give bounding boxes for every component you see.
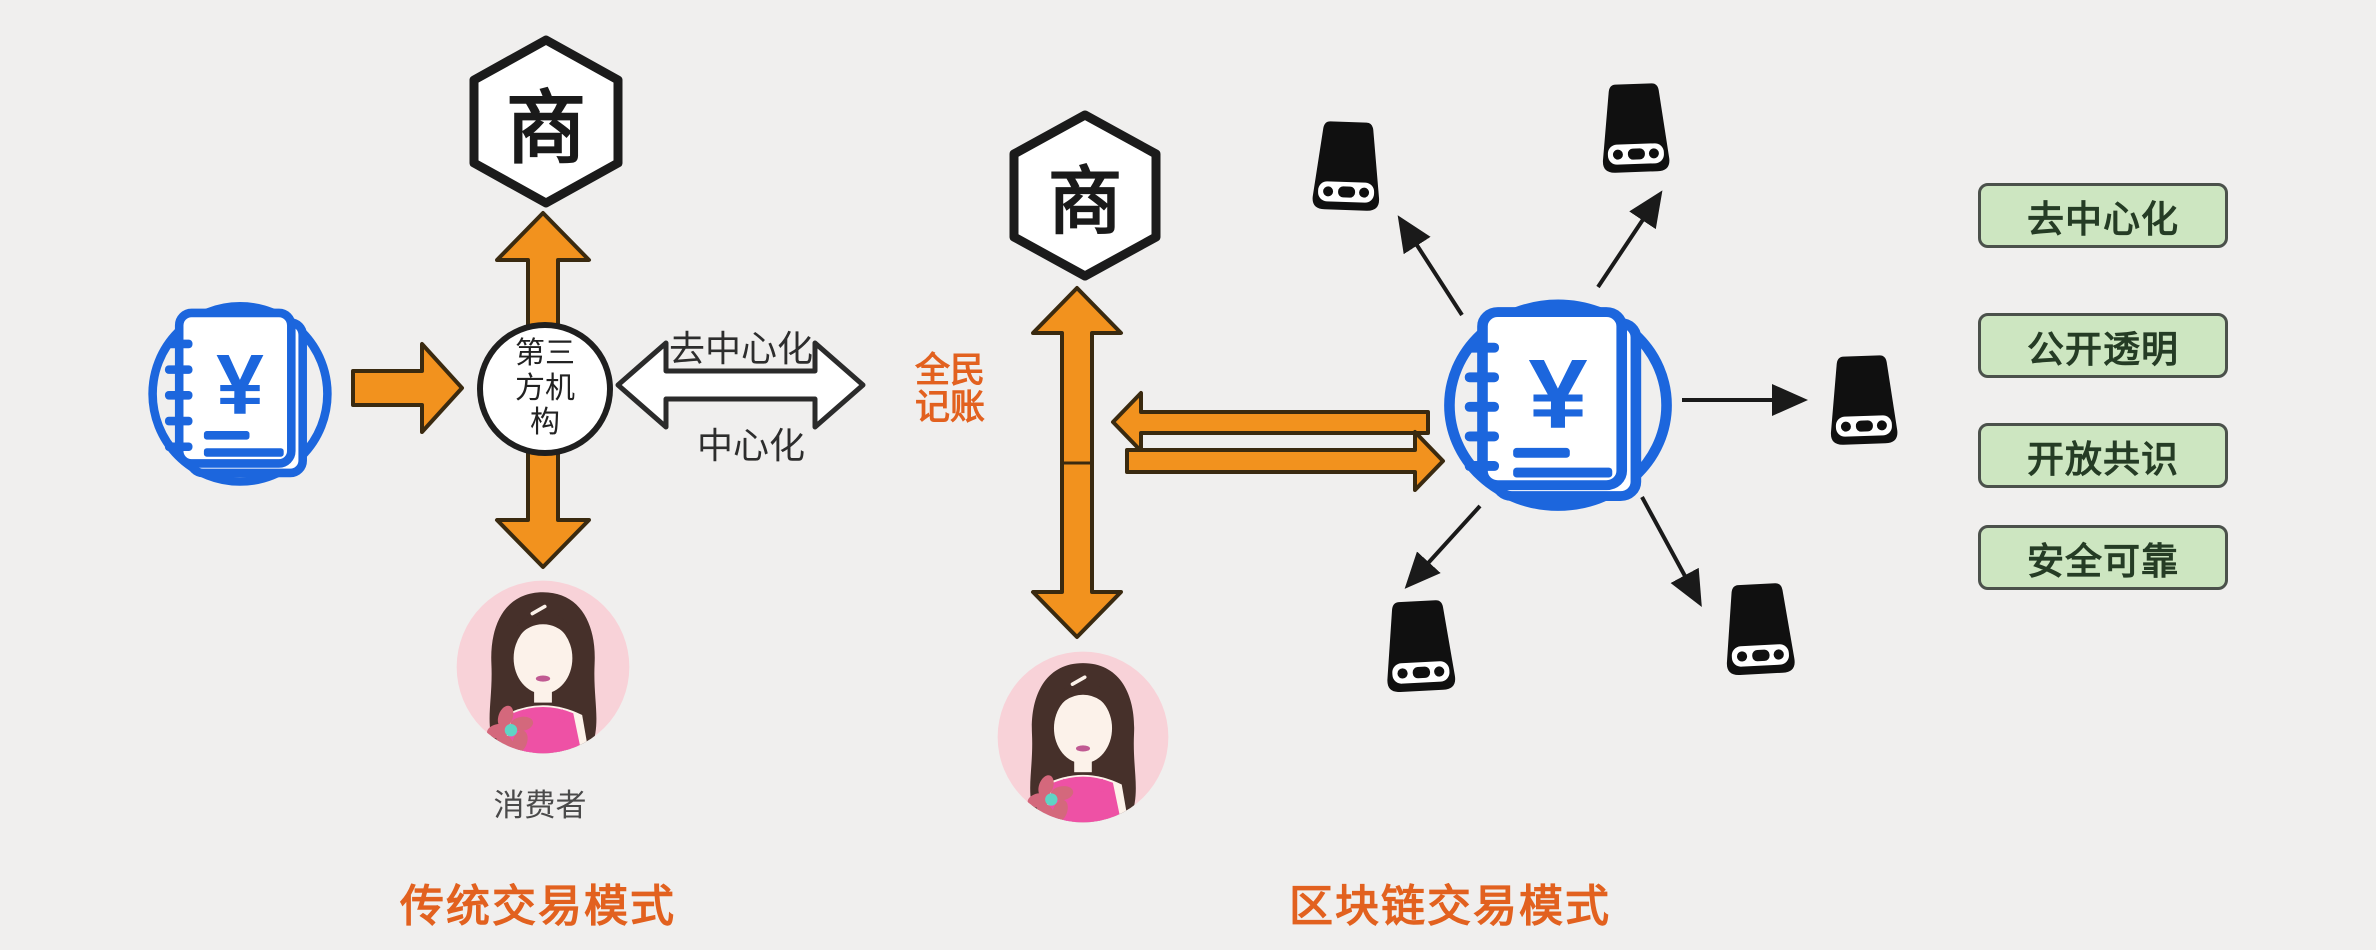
- arrow-to-node-bottom-right: [1640, 496, 1702, 608]
- feature-label-transparent: 公开透明: [1978, 313, 2228, 378]
- everyone-bookkeeping-label: 全民 记账: [914, 351, 985, 428]
- yuan-symbol: ¥: [216, 338, 264, 433]
- node-device-icon: [1602, 83, 1670, 173]
- hexagon-shape: [469, 35, 623, 208]
- node-device-icon: [1387, 600, 1456, 692]
- decentralized-arrow-label: 去中心化: [668, 328, 813, 369]
- centralized-arrow-label: 中心化: [696, 425, 805, 466]
- blockchain-merchant-label: 商: [1048, 160, 1122, 243]
- traditional-merchant-hexagon: 商: [467, 35, 625, 208]
- third-party-institution-label: 第三 方机 构: [515, 336, 575, 440]
- traditional-ledger-icon: ¥: [148, 302, 332, 486]
- node-device-icon: [1726, 583, 1795, 675]
- feature-label-decentralized: 去中心化: [1978, 183, 2228, 248]
- feature-label-secure-reliable: 安全可靠: [1978, 525, 2228, 590]
- traditional-consumer-avatar: [456, 580, 630, 754]
- traditional-merchant-label: 商: [506, 83, 586, 173]
- yuan-symbol: ¥: [1528, 339, 1587, 450]
- arrow-intermediary-to-consumer: [495, 450, 591, 569]
- feature-label-open-consensus: 开放共识: [1978, 423, 2228, 488]
- node-device-icon: [1830, 355, 1898, 445]
- node-device-icon: [1312, 121, 1380, 211]
- arrow-ledger-to-left: [1111, 391, 1430, 453]
- arrow-to-node-bottom-left: [1404, 504, 1482, 589]
- traditional-section-title: 传统交易模式: [400, 882, 676, 931]
- arrow-intermediary-to-merchant: [495, 211, 591, 332]
- comparison-double-arrow: [615, 340, 866, 430]
- third-party-institution-node: 第三 方机 构: [477, 322, 613, 456]
- arrow-to-node-top-right: [1596, 190, 1663, 289]
- arrow-left-to-ledger: [1125, 430, 1445, 492]
- arrow-to-node-top-left: [1397, 215, 1464, 317]
- blockchain-section-title: 区块链交易模式: [1289, 882, 1611, 931]
- blockchain-consumer-avatar: [997, 651, 1169, 823]
- blockchain-ledger-icon: ¥: [1444, 299, 1672, 511]
- consumer-label: 消费者: [493, 788, 587, 823]
- hexagon-shape: [1009, 110, 1161, 281]
- arrow-ledger-to-intermediary: [351, 342, 464, 434]
- blockchain-merchant-hexagon: 商: [1007, 110, 1163, 281]
